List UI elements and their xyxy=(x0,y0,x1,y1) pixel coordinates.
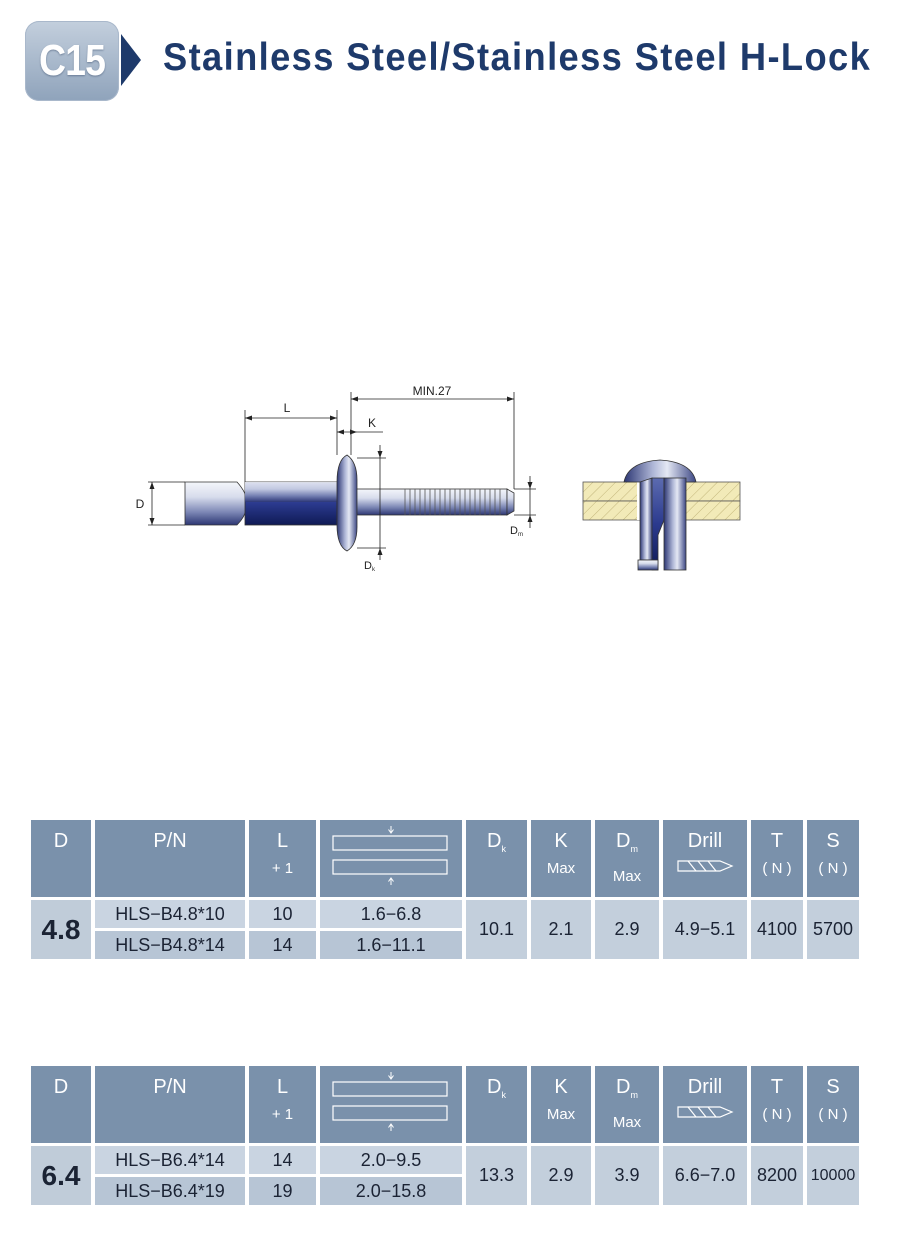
col-header-l: L+ 1 xyxy=(249,820,316,897)
head-diameter-value: 13.3 xyxy=(466,1146,527,1205)
head-height-value: 2.1 xyxy=(531,900,591,959)
part-number: HLS−B4.8*10 xyxy=(95,900,245,928)
length-value: 19 xyxy=(249,1177,316,1205)
diameter-label: D xyxy=(136,497,145,511)
col-header-s: S( N ) xyxy=(807,1066,859,1143)
grip-range: 2.0−15.8 xyxy=(320,1177,462,1205)
length-value: 14 xyxy=(249,1146,316,1174)
mandrel-diameter-value: 3.9 xyxy=(595,1146,659,1205)
col-header-d: D xyxy=(31,1066,91,1143)
part-number: HLS−B6.4*19 xyxy=(95,1177,245,1205)
part-number: HLS−B4.8*14 xyxy=(95,931,245,959)
col-header-pn: P/N xyxy=(95,1066,245,1143)
head-diameter-label: Dk xyxy=(364,560,376,573)
col-header-pn: P/N xyxy=(95,820,245,897)
col-header-dk: Dk xyxy=(466,820,527,897)
rivet-side-view xyxy=(184,454,515,552)
head-height-label: K xyxy=(368,416,376,430)
section-code: C15 xyxy=(38,36,106,85)
head-diameter-value: 10.1 xyxy=(466,900,527,959)
shear-value: 10000 xyxy=(807,1146,859,1205)
col-header-drill: Drill xyxy=(663,820,747,897)
col-header-d: D xyxy=(31,820,91,897)
shear-value: 5700 xyxy=(807,900,859,959)
grip-range: 1.6−6.8 xyxy=(320,900,462,928)
col-header-grip-icon xyxy=(320,1066,462,1143)
length-value: 10 xyxy=(249,900,316,928)
mandrel-diameter-value: 2.9 xyxy=(595,900,659,959)
tensile-value: 8200 xyxy=(751,1146,803,1205)
drill-range: 6.6−7.0 xyxy=(663,1146,747,1205)
tensile-value: 4100 xyxy=(751,900,803,959)
col-header-l: L+ 1 xyxy=(249,1066,316,1143)
chevron-right-icon xyxy=(121,34,141,86)
drill-bit-icon xyxy=(677,860,734,872)
rivet-technical-drawing: MIN.27 L K D Dk Dm xyxy=(136,384,741,573)
min-length-label: MIN.27 xyxy=(413,384,452,398)
col-header-drill: Drill xyxy=(663,1066,747,1143)
drill-range: 4.9−5.1 xyxy=(663,900,747,959)
grip-range: 1.6−11.1 xyxy=(320,931,462,959)
diameter-cell: 4.8 xyxy=(31,900,91,959)
col-header-grip-icon xyxy=(320,820,462,897)
head-height-value: 2.9 xyxy=(531,1146,591,1205)
mandrel-diameter-label: Dm xyxy=(510,525,523,538)
length-label: L xyxy=(284,401,291,415)
diameter-cell: 6.4 xyxy=(31,1146,91,1205)
length-value: 14 xyxy=(249,931,316,959)
part-number: HLS−B6.4*14 xyxy=(95,1146,245,1174)
section-badge: C15 xyxy=(25,21,119,101)
col-header-dk: Dk xyxy=(466,1066,527,1143)
page-title: Stainless Steel/Stainless Steel H-Lock xyxy=(163,36,872,79)
col-header-t: T( N ) xyxy=(751,820,803,897)
col-header-t: T( N ) xyxy=(751,1066,803,1143)
grip-range: 2.0−9.5 xyxy=(320,1146,462,1174)
installed-rivet-cross-section xyxy=(582,459,741,571)
col-header-s: S( N ) xyxy=(807,820,859,897)
drill-bit-icon xyxy=(677,1106,734,1118)
